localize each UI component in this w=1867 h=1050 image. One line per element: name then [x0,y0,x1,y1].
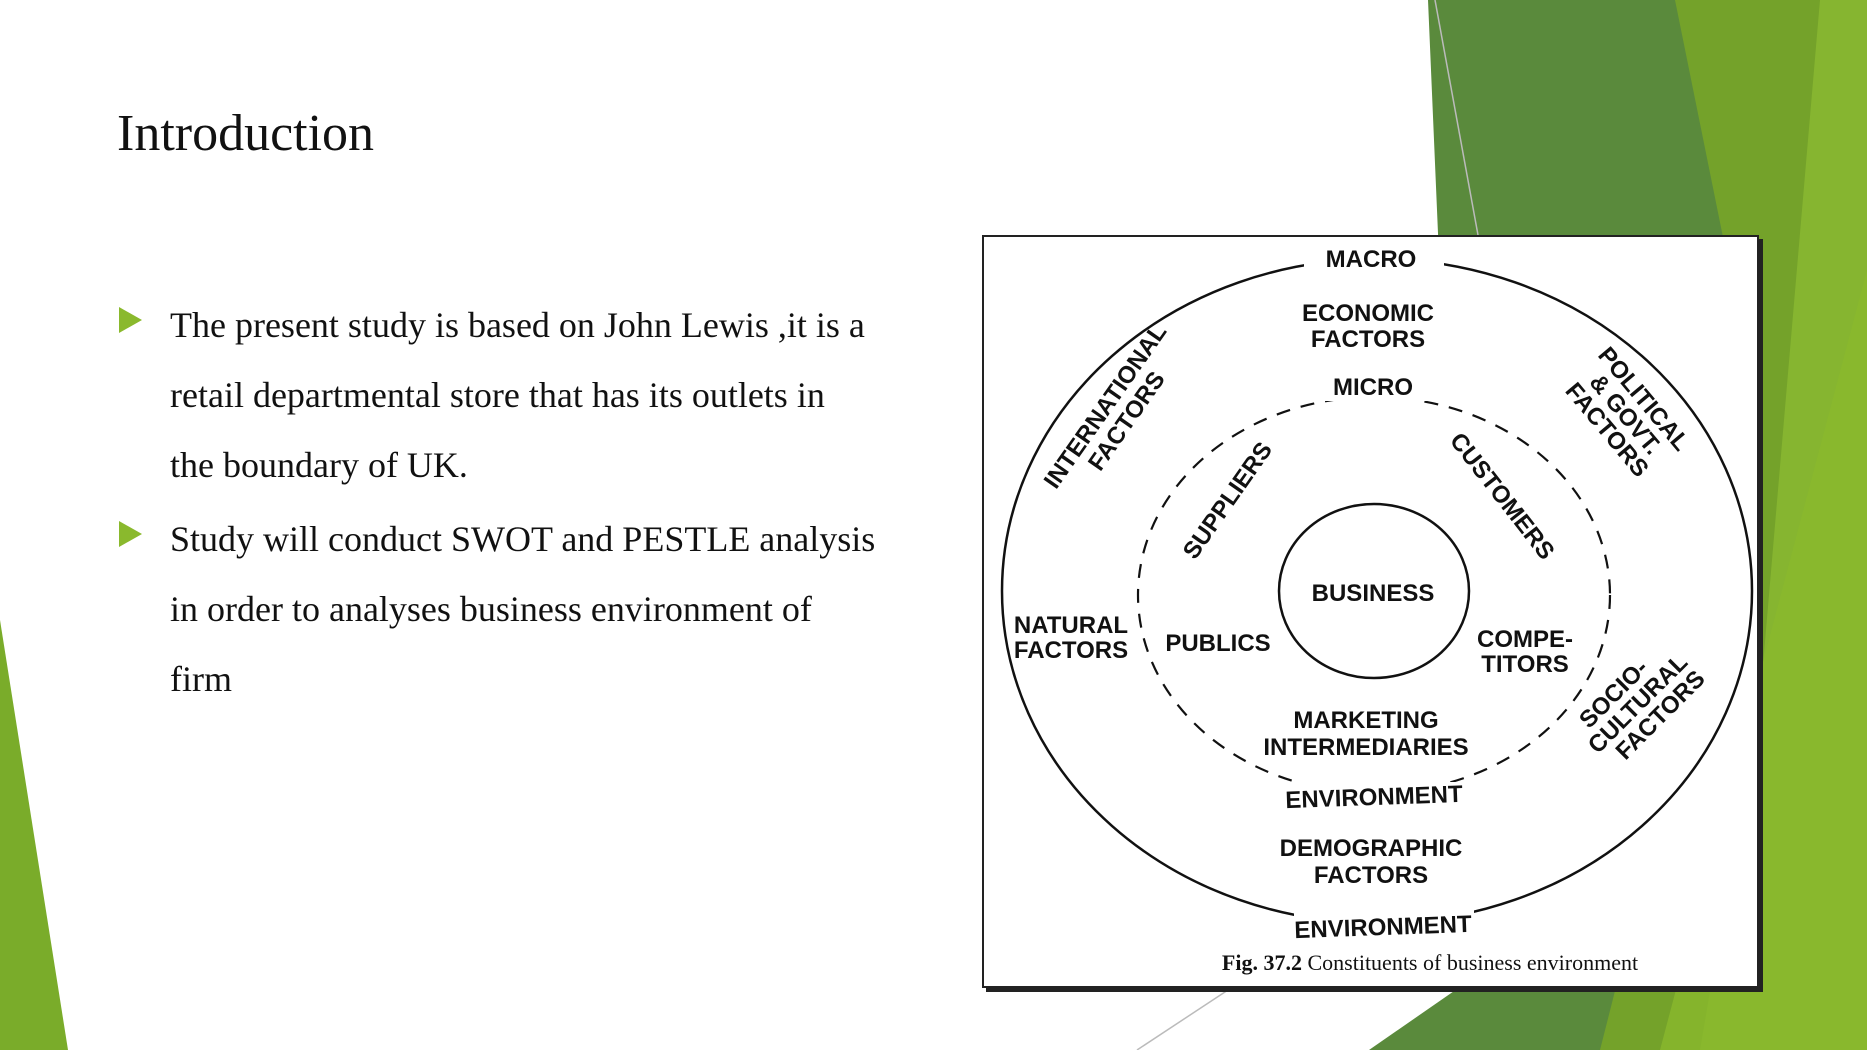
divider-line-bottom [1136,989,1229,1050]
figure-caption: Fig. 37.2 Constituents of business envir… [1222,950,1638,975]
label-economic-factors: FACTORS [1311,326,1425,353]
divider-line-top [1434,0,1479,236]
business-environment-diagram: MACRO ECONOMIC FACTORS MICRO INTERNATION… [1000,241,1754,975]
label-publics: PUBLICS [1165,630,1270,657]
label-demographic-factors: FACTORS [1314,862,1428,889]
label-suppliers: SUPPLIERS [1178,437,1278,564]
bullet-text: Study will conduct SWOT and PESTLE analy… [170,519,876,699]
label-competitors-1: COMPE- [1477,626,1573,653]
label-customers: CUSTOMERS [1444,428,1559,565]
label-micro: MICRO [1333,374,1413,401]
micro-environment-circle [1136,395,1612,795]
caption-text: Constituents of business environment [1302,950,1638,975]
green-sliver-left [0,620,68,1050]
label-competitors-2: TITORS [1481,651,1569,678]
label-macro: MACRO [1326,246,1417,273]
bullet-item: The present study is based on John Lewis… [117,290,877,500]
label-environment-inner: ENVIRONMENT [1285,781,1464,814]
business-circle [1277,502,1471,680]
label-marketing: MARKETING [1293,707,1438,734]
caption-label: Fig. 37.2 [1222,950,1302,975]
bullet-item: Study will conduct SWOT and PESTLE analy… [117,504,877,714]
bullet-arrow-icon [119,307,142,333]
bullet-text: The present study is based on John Lewis… [170,305,865,485]
bullet-arrow-icon [119,521,142,547]
label-demographic: DEMOGRAPHIC [1280,835,1463,862]
label-natural: NATURAL [1014,612,1128,639]
bullet-list: The present study is based on John Lewis… [117,290,877,718]
label-economic: ECONOMIC [1302,300,1434,327]
label-environment-outer: ENVIRONMENT [1294,911,1473,944]
business-environment-figure: MACRO ECONOMIC FACTORS MICRO INTERNATION… [982,235,1759,988]
label-natural-factors: FACTORS [1014,637,1128,664]
slide-title: Introduction [117,105,375,162]
label-business: BUSINESS [1312,580,1435,607]
label-intermediaries: INTERMEDIARIES [1263,734,1468,761]
